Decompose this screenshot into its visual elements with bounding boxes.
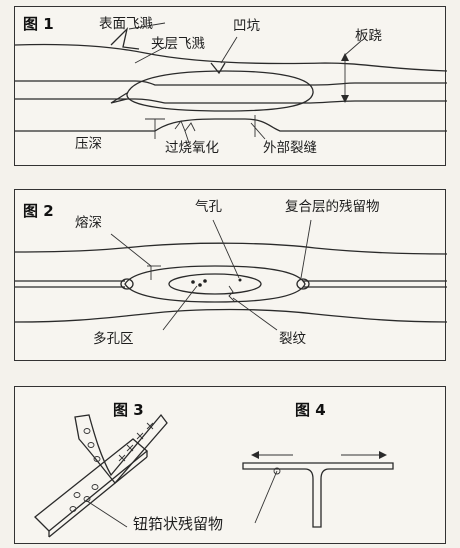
label-surface-spatter: 表面飞溅	[99, 16, 153, 32]
weld-nugget	[126, 70, 314, 112]
upper-sheet-top	[14, 43, 448, 72]
pore-dot	[238, 278, 242, 282]
figure-1-drawing	[14, 22, 448, 144]
figure-2-panel: 图 2 熔深 气孔 复合层的残留物 多孔区 裂纹	[14, 189, 448, 361]
figure-2-drawing	[14, 219, 448, 331]
pore-dot	[198, 283, 202, 287]
surface-spatter-mark	[110, 26, 140, 50]
label-plate-warp: 板跷	[355, 28, 382, 44]
pore-dot	[191, 280, 195, 284]
figure-3-title: 图 3	[113, 401, 144, 419]
lower-sheet-bottom	[15, 118, 447, 132]
label-pore: 气孔	[195, 199, 222, 215]
pore-dot	[203, 279, 207, 283]
residue-dot	[273, 467, 281, 475]
figure-3-4-drawing	[34, 413, 394, 538]
fusion-zone	[124, 265, 306, 303]
t-joint-left	[242, 462, 394, 528]
interlayer-spatter-mark	[110, 92, 128, 104]
label-button-residue: 钮筘状残留物	[133, 515, 224, 533]
nugget-core	[168, 273, 262, 295]
label-composite-residue: 复合层的残留物	[285, 199, 380, 215]
label-overburn-oxidation: 过烧氧化	[165, 140, 219, 156]
label-external-crack: 外部裂缝	[263, 140, 317, 156]
lower-sheet-top	[15, 98, 447, 104]
figure-3-4-panel: 图 3 图 4 钮筘状残留物	[14, 386, 446, 544]
label-porous-zone: 多孔区	[93, 331, 134, 347]
figure-1-title: 图 1	[23, 15, 54, 33]
label-pit: 凹坑	[233, 18, 260, 34]
label-crack: 裂纹	[279, 331, 306, 347]
label-interlayer-spatter: 夹层飞溅	[151, 36, 205, 52]
figure-4-title: 图 4	[295, 401, 326, 419]
upper-strip	[74, 413, 168, 485]
crack-mark	[228, 285, 236, 303]
label-indent-depth: 压深	[75, 136, 102, 152]
residue-left	[120, 278, 134, 290]
residue-right	[296, 278, 310, 290]
pit-mark	[210, 62, 226, 75]
figure-1-panel: 图 1 表面飞溅 夹层飞溅 凹坑 板跷 压深 过烧氧化 外部裂缝	[14, 6, 448, 166]
upper-sheet-bottom	[15, 80, 447, 86]
label-penetration: 熔深	[75, 215, 102, 231]
figure-2-title: 图 2	[23, 202, 54, 220]
